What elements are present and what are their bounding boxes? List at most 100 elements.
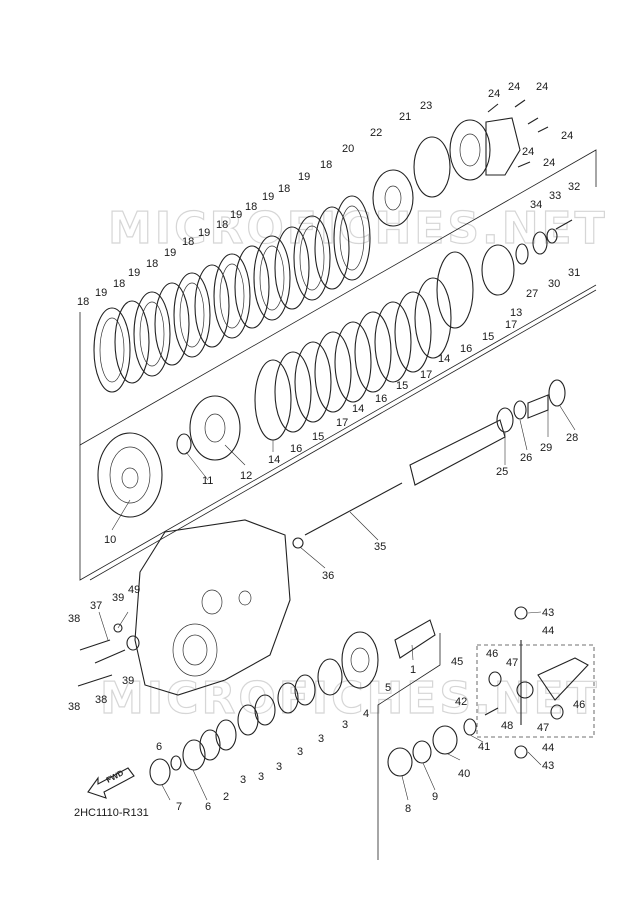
- callout-46b: 46: [573, 699, 585, 711]
- fwd-arrow: FWD: [87, 767, 135, 799]
- callout-1: 1: [410, 664, 416, 676]
- callout-24e: 24: [522, 146, 534, 158]
- callout-24c: 24: [536, 81, 548, 93]
- clutch-plates-upper-row: [93, 195, 371, 393]
- callout-12: 12: [240, 470, 252, 482]
- callout-19d: 19: [198, 227, 210, 239]
- output-group: [387, 707, 499, 777]
- callout-18b: 18: [113, 278, 125, 290]
- callout-5: 5: [385, 682, 391, 694]
- diagram-code: 2HC1110-R131: [74, 807, 149, 819]
- callout-11: 11: [202, 475, 213, 487]
- callout-36: 36: [322, 570, 334, 582]
- callout-labels: 1 2 3 3 3 3 3 3 4 5 6 6 7 8 9 10 11 12 1…: [68, 81, 585, 815]
- callout-35: 35: [374, 541, 386, 553]
- callout-18d: 18: [182, 236, 194, 248]
- callout-3d: 3: [297, 746, 303, 758]
- callout-7: 7: [176, 801, 182, 813]
- callout-48: 48: [501, 720, 513, 732]
- callout-19b: 19: [128, 267, 140, 279]
- callout-37: 37: [90, 600, 102, 612]
- callout-32: 32: [568, 181, 580, 193]
- callout-24b: 24: [508, 81, 520, 93]
- clutch-plates-lower-row: [254, 244, 515, 441]
- callout-10: 10: [104, 534, 116, 546]
- callout-6b: 6: [205, 801, 211, 813]
- crankcase: [134, 519, 291, 696]
- washers-right: [515, 219, 573, 265]
- callout-19c: 19: [164, 247, 176, 259]
- callout-23: 23: [420, 100, 432, 112]
- callout-9: 9: [432, 791, 438, 803]
- callout-16b: 16: [375, 393, 387, 405]
- callout-18h: 18: [320, 159, 332, 171]
- callout-3b: 3: [258, 771, 264, 783]
- callout-3: 3: [240, 774, 246, 786]
- callout-31: 31: [568, 267, 580, 279]
- bolts-24: [487, 99, 549, 168]
- callout-42: 42: [455, 696, 467, 708]
- callout-2: 2: [223, 791, 229, 803]
- universal-joint: [488, 606, 589, 759]
- callout-47b: 47: [537, 722, 549, 734]
- callout-20: 20: [342, 143, 354, 155]
- callout-18c: 18: [146, 258, 158, 270]
- callout-18: 18: [77, 296, 89, 308]
- callout-16: 16: [290, 443, 302, 455]
- callout-15c: 15: [482, 331, 494, 343]
- callout-19e: 19: [230, 209, 242, 221]
- callout-14b: 14: [352, 403, 364, 415]
- callout-17b: 17: [420, 369, 432, 381]
- callout-3f: 3: [342, 719, 348, 731]
- callout-19f: 19: [262, 191, 274, 203]
- callout-15b: 15: [396, 380, 408, 392]
- callout-4: 4: [363, 708, 369, 720]
- callout-27: 27: [526, 288, 538, 300]
- callout-44: 44: [542, 625, 554, 637]
- callout-8: 8: [405, 803, 411, 815]
- callout-46: 46: [486, 648, 498, 660]
- callout-16c: 16: [460, 343, 472, 355]
- callout-13: 13: [510, 307, 522, 319]
- upper-assembly-frame: [79, 149, 597, 860]
- callout-34: 34: [530, 199, 542, 211]
- callout-22: 22: [370, 127, 382, 139]
- universal-joint-group-box: [476, 644, 595, 738]
- callout-14c: 14: [438, 353, 450, 365]
- callout-33: 33: [549, 190, 561, 202]
- callout-45: 45: [451, 656, 463, 668]
- callout-38c: 38: [95, 694, 107, 706]
- callout-19: 19: [95, 287, 107, 299]
- callout-43b: 43: [542, 760, 554, 772]
- shaft-group: [292, 379, 566, 549]
- callout-40: 40: [458, 768, 470, 780]
- callout-6: 6: [156, 741, 162, 753]
- callout-43: 43: [542, 607, 554, 619]
- leader-lines: [98, 405, 576, 801]
- callout-39b: 39: [122, 675, 134, 687]
- callout-47: 47: [506, 657, 518, 669]
- pressure-plate-group: [372, 117, 521, 227]
- callout-15: 15: [312, 431, 324, 443]
- callout-39: 39: [112, 592, 124, 604]
- callout-41: 41: [478, 741, 490, 753]
- callout-3c: 3: [276, 761, 282, 773]
- clutch-boss-group: [97, 395, 241, 518]
- callout-14: 14: [268, 454, 280, 466]
- callout-19g: 19: [298, 171, 310, 183]
- callout-29: 29: [540, 442, 552, 454]
- watermark-top: MICROFICHES.NET: [108, 203, 608, 254]
- callout-38: 38: [68, 613, 80, 625]
- callout-24: 24: [488, 88, 500, 100]
- secondary-shaft-group: [149, 619, 436, 786]
- callout-18e: 18: [216, 219, 228, 231]
- callout-26: 26: [520, 452, 532, 464]
- callout-30: 30: [548, 278, 560, 290]
- callout-17c: 17: [505, 319, 517, 331]
- callout-17: 17: [336, 417, 348, 429]
- callout-24d: 24: [561, 130, 573, 142]
- callout-3e: 3: [318, 733, 324, 745]
- left-bolts: [77, 623, 140, 687]
- callout-44b: 44: [542, 742, 554, 754]
